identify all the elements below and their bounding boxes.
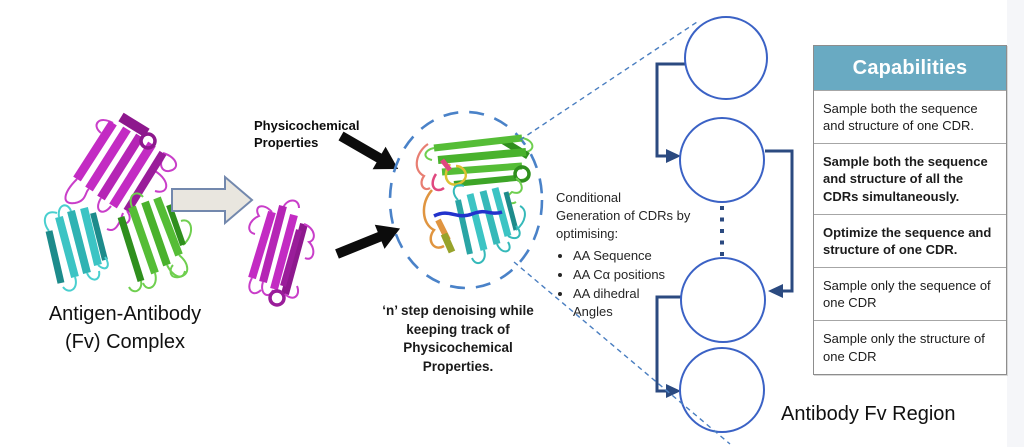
conditional-generation-bullets: AA SequenceAA Cα positionsAA dihedral An… (556, 247, 716, 322)
capability-row: Sample both the sequence and structure o… (814, 90, 1006, 143)
antibody-fv-region-label: Antibody Fv Region (781, 403, 956, 425)
zoom-dashed-line-bottom (513, 261, 731, 445)
transform-block-arrow-icon (171, 174, 254, 226)
input-arrow-top-icon (338, 131, 399, 170)
complex-label: Antigen-Antibody (Fv) Complex (48, 303, 202, 353)
capability-row: Sample only the structure of one CDR (814, 320, 1006, 373)
denoise-caption: ‘n’ step denoising while keeping track o… (382, 303, 534, 374)
iteration-circle-3 (680, 257, 766, 343)
conditional-bullet: AA dihedral Angles (573, 285, 716, 321)
connector-circle3-to-circle4 (655, 295, 683, 393)
page-edge-strip (1007, 0, 1024, 447)
arrowhead-into-circle2-icon (666, 149, 681, 163)
capability-row: Sample both the sequence and structure o… (814, 143, 1006, 213)
zoom-dashed-line-top (519, 21, 698, 141)
capabilities-rows: Sample both the sequence and structure o… (814, 90, 1006, 374)
denoising-structure (415, 134, 534, 265)
fv-magenta-structure (248, 199, 315, 307)
capabilities-header: Capabilities (814, 46, 1006, 90)
capability-row: Sample only the sequence of one CDR (814, 267, 1006, 320)
arrowhead-into-circle3-icon (768, 284, 783, 298)
iteration-circle-1 (684, 16, 768, 100)
capability-row: Optimize the sequence and structure of o… (814, 213, 1006, 267)
antigen-antibody-complex-structure (43, 112, 192, 293)
conditional-bullet: AA Cα positions (573, 266, 716, 284)
conditional-generation-block: Conditional Generation of CDRs by optimi… (556, 189, 716, 322)
capabilities-table: Capabilities Sample both the sequence an… (813, 45, 1007, 375)
connector-circle1-to-circle2 (655, 62, 686, 158)
denoise-dashed-ellipse (388, 110, 544, 290)
connector-circle2-to-circle3 (765, 149, 794, 293)
iteration-circle-2 (679, 117, 765, 203)
conditional-generation-intro: Conditional Generation of CDRs by optimi… (556, 190, 691, 242)
physicochemical-properties-label: Physicochemical Properties (254, 118, 360, 151)
conditional-bullet: AA Sequence (573, 247, 716, 265)
arrowhead-into-circle4-icon (666, 384, 681, 398)
iteration-circle-4 (679, 347, 765, 433)
input-arrow-bottom-icon (335, 224, 401, 259)
